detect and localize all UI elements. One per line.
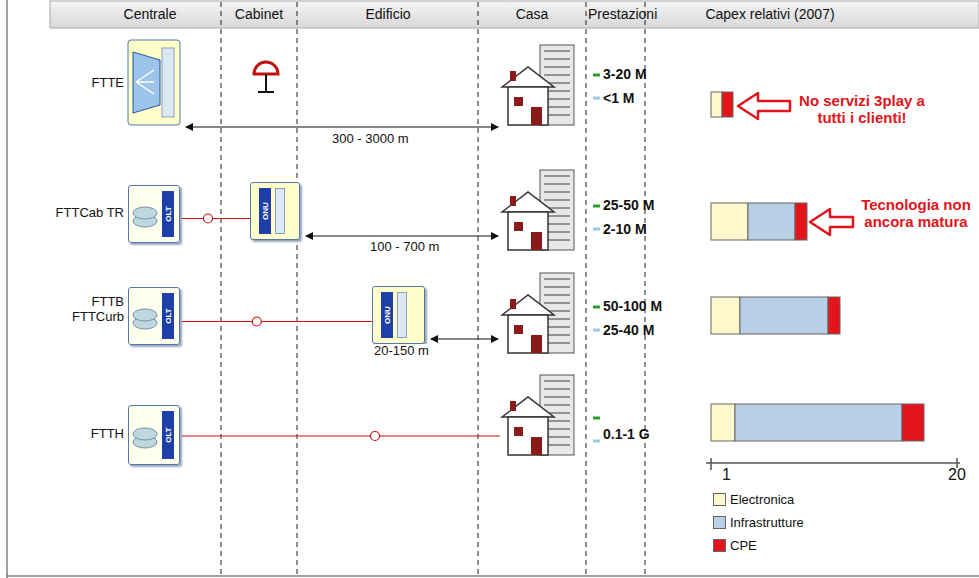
olt-box: OLT — [128, 287, 180, 345]
node-label: ONU — [261, 202, 270, 220]
onu-box: ONU — [250, 182, 300, 240]
olt-box: OLT — [128, 185, 180, 243]
dimension-label: 300 - 3000 m — [330, 132, 411, 147]
line-card — [275, 188, 285, 234]
port-strip: ONU — [381, 292, 393, 338]
performance-value: 0.1-1 G — [603, 426, 650, 442]
legend-text: Infrastrutture — [730, 515, 804, 530]
legend-text: CPE — [730, 538, 757, 553]
column-header: Edificio — [300, 6, 476, 22]
dimension-label: 20-150 m — [372, 344, 431, 359]
port-strip: OLT — [162, 191, 174, 237]
olt-box: OLT — [128, 405, 180, 465]
dimension-label: 100 - 700 m — [368, 240, 441, 255]
callout-note: No servizi 3play a tutti i clienti! — [792, 92, 932, 127]
row-label: FTTH — [60, 427, 124, 442]
performance-value: 25-50 M — [603, 197, 654, 213]
performance-value: 25-40 M — [603, 322, 654, 338]
row-label: FTTE — [60, 76, 124, 91]
column-header: Centrale — [100, 6, 200, 22]
port-strip: OLT — [162, 293, 174, 339]
fiber-link — [180, 317, 372, 326]
column-header: Cabinet — [222, 6, 296, 22]
performance-value: 50-100 M — [603, 298, 662, 314]
axis-label: 20 — [948, 466, 966, 484]
legend-swatch — [713, 516, 726, 529]
fiber-link — [180, 214, 250, 223]
column-header: Capex relativi (2007) — [650, 6, 890, 22]
legend-text: Electronica — [730, 492, 794, 507]
line-card — [397, 292, 407, 338]
legend-swatch — [713, 539, 726, 552]
axis-label: 1 — [722, 466, 731, 484]
legend-swatch — [713, 493, 726, 506]
node-label: OLT — [164, 427, 173, 442]
performance-value: 2-10 M — [603, 221, 647, 237]
row-label: FTTB FTTCurb — [60, 295, 124, 325]
row-label: FTTCab TR — [40, 206, 124, 221]
performance-value: <1 M — [603, 90, 635, 106]
port-strip: OLT — [162, 411, 174, 459]
column-header: Prestazioni — [588, 6, 644, 22]
onu-box: ONU — [372, 286, 425, 344]
port-strip: ONU — [259, 188, 271, 234]
node-label: ONU — [383, 306, 392, 324]
node-label: OLT — [164, 206, 173, 221]
node-label: OLT — [164, 308, 173, 323]
column-header: Casa — [480, 6, 584, 22]
callout-note: Tecnologia non ancora matura — [856, 196, 976, 231]
performance-value: 3-20 M — [603, 66, 647, 82]
